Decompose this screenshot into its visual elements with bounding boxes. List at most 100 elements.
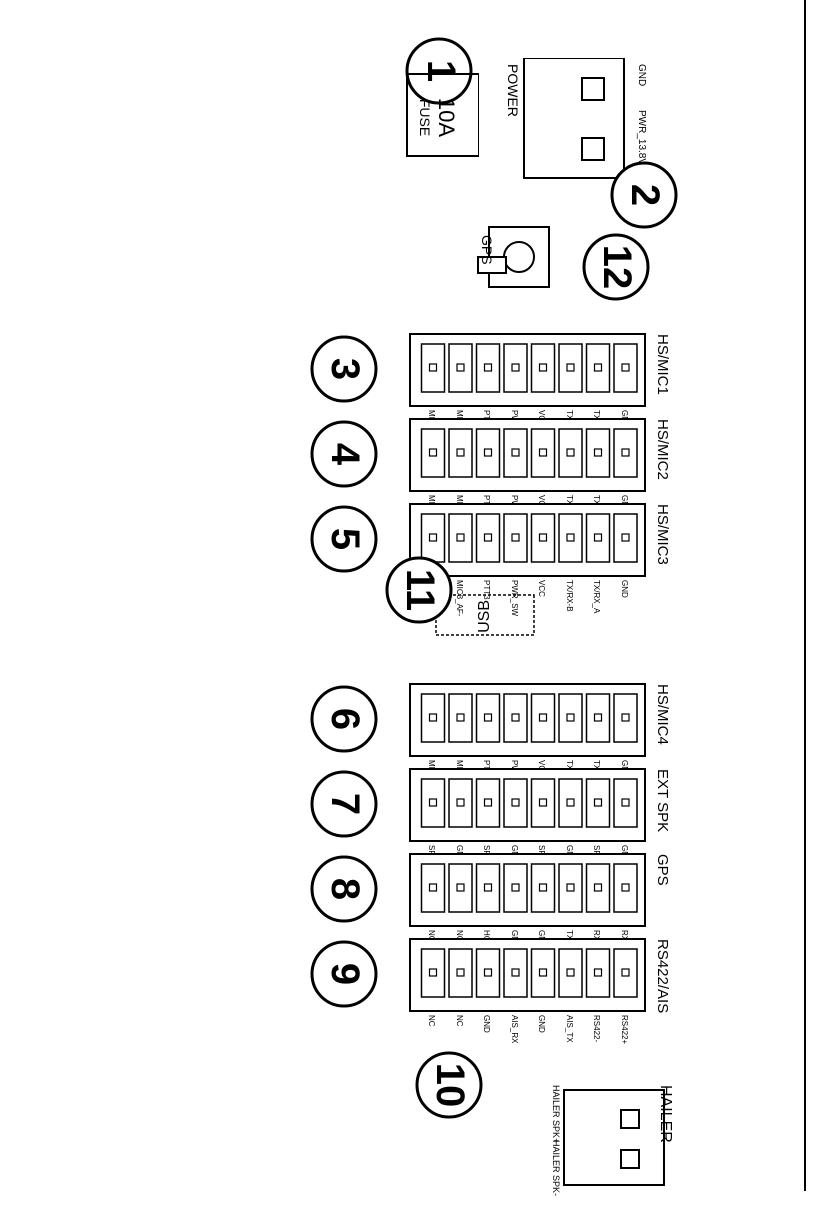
connector-5-pin-label: GND	[620, 580, 629, 598]
connector-4-pin-slot	[558, 428, 583, 478]
connector-9-pin-label: GND	[482, 1015, 492, 1033]
connector-6-pin-slot	[558, 693, 583, 743]
connector-3-pin-hole	[483, 363, 493, 372]
power-number: 2	[623, 183, 667, 207]
connector-6-pin-slot	[585, 693, 611, 743]
connector-4-pin-hole	[511, 448, 520, 457]
connector-7-pin-hole	[621, 798, 630, 807]
connector-9-pin-label: AIS_RX	[510, 1015, 519, 1044]
connector-3-pin-hole	[456, 363, 465, 372]
connector-3-number-circle	[310, 335, 378, 403]
connector-9-pin-hole	[538, 968, 548, 977]
hailer-pin-left: HAILER SPK+	[551, 1085, 561, 1144]
connector-7-number: 7	[323, 792, 367, 816]
connector-6: GNDTX/RX-ATX/RX-BVCCPWR_SWPTT4MIC4_AF-MI…	[0, 680, 839, 798]
connector-8-pin-hole	[593, 883, 603, 892]
connector-8-pin-hole	[483, 883, 493, 892]
connector-6-label: HS/MIC4	[654, 684, 671, 745]
power-title: POWER	[505, 64, 521, 117]
connector-6-pin-hole	[428, 713, 438, 722]
connector-7-pin-slot	[558, 778, 583, 828]
connector-8-pin-hole	[621, 883, 630, 892]
connector-6-number-circle	[310, 685, 378, 753]
connector-5-pin-hole	[428, 533, 438, 542]
connector-9-pin-label: RS422+	[620, 1015, 629, 1045]
connector-5-pin-hole	[621, 533, 630, 542]
power-number-circle	[610, 161, 678, 229]
connector-5: GNDTX/RX_ATX/RX-BVCCPWR_SWPTT3MIC3_AF-MI…	[0, 500, 839, 618]
connector-4-pin-slot	[475, 428, 501, 478]
fuse-number-circle	[405, 37, 473, 105]
connector-8-pin-slot	[503, 863, 528, 913]
connector-5-pin-label: TX/RX_A	[592, 580, 602, 614]
fuse-box	[406, 73, 479, 157]
connector-8-pin-hole	[428, 883, 438, 892]
connector-7-pin-hole	[566, 798, 575, 807]
connector-9-pin-slot	[448, 948, 473, 998]
connector-8: RX GPSI+RX GPSI-TX GPSOGNDGNDHORNNCNCGPS…	[0, 850, 839, 967]
usb-number: 11	[398, 568, 442, 612]
page-edge-line	[804, 0, 806, 1191]
connector-6-pin-slot	[530, 693, 556, 743]
connector-6-pin-hole	[621, 713, 630, 722]
connector-4-pin-slot	[420, 428, 446, 478]
connector-3-body	[409, 333, 646, 407]
connector-9-pin-label: RS422-	[592, 1015, 602, 1043]
connector-8-number: 8	[323, 877, 367, 901]
connector-6-pin-hole	[456, 713, 465, 722]
connector-3-pin-hole	[621, 363, 630, 372]
connector-3-label: HS/MIC1	[654, 334, 671, 395]
connector-7-body	[409, 768, 646, 842]
connector-3-pin-slot	[585, 343, 611, 393]
connector-5-number: 5	[323, 527, 367, 551]
connector-8-pin-hole	[566, 883, 575, 892]
connector-7-pin-hole	[593, 798, 603, 807]
connector-9-pin-hole	[483, 968, 493, 977]
connector-8-number-circle	[310, 855, 378, 923]
connector-4-pin-hole	[483, 448, 493, 457]
connector-3-pin-hole	[593, 363, 603, 372]
connector-4-pin-hole	[538, 448, 548, 457]
connector-9-pin-label: NC	[455, 1015, 464, 1027]
connector-7-number-circle	[310, 770, 378, 838]
connector-6-pin-slot	[448, 693, 473, 743]
connector-9-pin-hole	[456, 968, 465, 977]
connector-7-pin-slot	[420, 778, 446, 828]
connector-9-pin-slot	[613, 948, 638, 998]
connector-5-pin-hole	[511, 533, 520, 542]
connector-4-pin-slot	[585, 428, 611, 478]
power-connector	[523, 58, 625, 179]
connector-6-pin-hole	[593, 713, 603, 722]
connector-9-pin-hole	[511, 968, 520, 977]
connector-8-pin-hole	[456, 883, 465, 892]
connector-7-pin-hole	[428, 798, 438, 807]
connector-7-pin-slot	[448, 778, 473, 828]
connector-8-pin-slot	[530, 863, 556, 913]
connector-9-pin-label: GND	[537, 1015, 547, 1033]
connector-3: GNDTX/RX-ATX/RX-BVCCPWR_SWPTT1MIC1_AF-MI…	[0, 330, 839, 448]
connector-6-pin-hole	[538, 713, 548, 722]
connector-4-pin-slot	[530, 428, 556, 478]
connector-3-pin-slot	[558, 343, 583, 393]
connector-6-body	[409, 683, 646, 757]
connector-7-pin-slot	[585, 778, 611, 828]
connector-3-pin-slot	[503, 343, 528, 393]
connector-8-body	[409, 853, 646, 927]
connector-7-label: EXT SPK	[654, 769, 671, 833]
connector-8-pin-slot	[613, 863, 638, 913]
connector-6-pin-slot	[613, 693, 638, 743]
connector-3-pin-hole	[511, 363, 520, 372]
connector-7-pin-slot	[613, 778, 638, 828]
connector-8-pin-slot	[585, 863, 611, 913]
connector-4-number-circle	[310, 420, 378, 488]
connector-6-pin-hole	[511, 713, 520, 722]
connector-4-body	[409, 418, 646, 492]
connector-9-number-circle	[310, 940, 378, 1008]
connector-5-body	[409, 503, 646, 577]
connector-5-pin-label: TX/RX-B	[565, 580, 574, 612]
connector-5-pin-hole	[456, 533, 465, 542]
connector-3-pin-hole	[566, 363, 575, 372]
connector-5-pin-slot	[448, 513, 473, 563]
connector-6-pin-hole	[566, 713, 575, 722]
